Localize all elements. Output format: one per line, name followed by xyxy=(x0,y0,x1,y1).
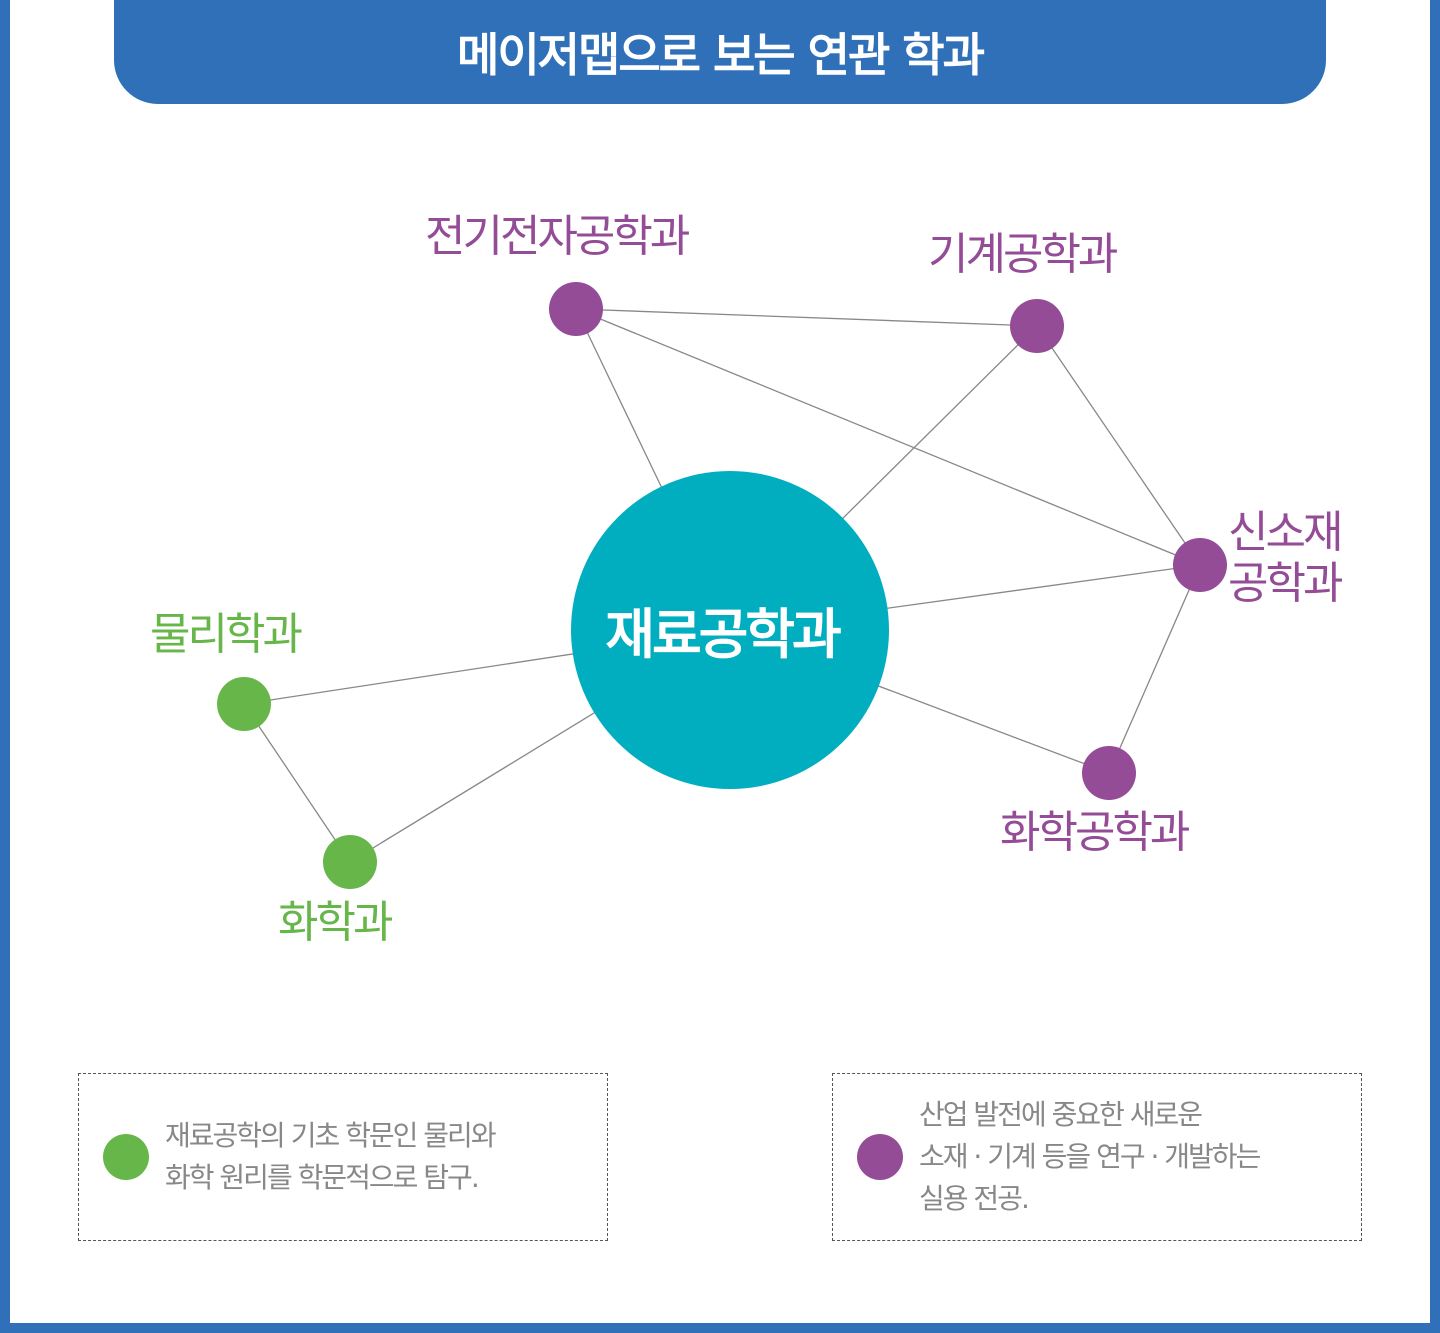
legend-purple: 산업 발전에 중요한 새로운 소재 · 기계 등을 연구 · 개발하는 실용 전… xyxy=(832,1073,1362,1241)
green-dot-icon xyxy=(103,1134,149,1180)
node-physics xyxy=(217,677,271,731)
label-newmaterial-line1: 신소재 xyxy=(1228,507,1343,558)
node-mechanical xyxy=(1010,299,1064,353)
node-electrical xyxy=(549,282,603,336)
edge xyxy=(243,703,351,863)
page-title: 메이저맵으로 보는 연관 학과 xyxy=(114,0,1326,104)
center-node xyxy=(571,471,889,789)
label-physics: 물리학과 xyxy=(150,609,303,660)
node-chemistry xyxy=(323,835,377,889)
legend-text-line: 소재 · 기계 등을 연구 · 개발하는 xyxy=(919,1140,1261,1173)
label-newmaterial: 신소재 공학과 xyxy=(1228,507,1343,609)
node-chemeng xyxy=(1082,746,1136,800)
label-newmaterial-line2: 공학과 xyxy=(1228,557,1343,609)
purple-dot-icon xyxy=(857,1134,903,1180)
label-electrical: 전기전자공학과 xyxy=(425,211,690,262)
label-chemistry: 화학과 xyxy=(278,897,393,948)
legend-text-line: 재료공학의 기초 학문인 물리와 xyxy=(165,1119,497,1152)
legend-text-line: 산업 발전에 중요한 새로운 xyxy=(919,1098,1203,1131)
edge xyxy=(575,308,1201,566)
legend-green: 재료공학의 기초 학문인 물리와 화학 원리를 학문적으로 탐구. xyxy=(78,1073,608,1241)
legend-text-line: 화학 원리를 학문적으로 탐구. xyxy=(165,1161,480,1194)
edge xyxy=(1036,325,1201,566)
node-newmaterial xyxy=(1173,538,1227,592)
label-chemeng: 화학공학과 xyxy=(1000,807,1190,858)
center-node-label: 재료공학과 xyxy=(605,603,841,666)
edge xyxy=(575,308,1038,327)
label-mechanical: 기계공학과 xyxy=(928,229,1118,280)
legend-text-line: 실용 전공. xyxy=(919,1182,1030,1215)
edge xyxy=(1108,564,1201,774)
